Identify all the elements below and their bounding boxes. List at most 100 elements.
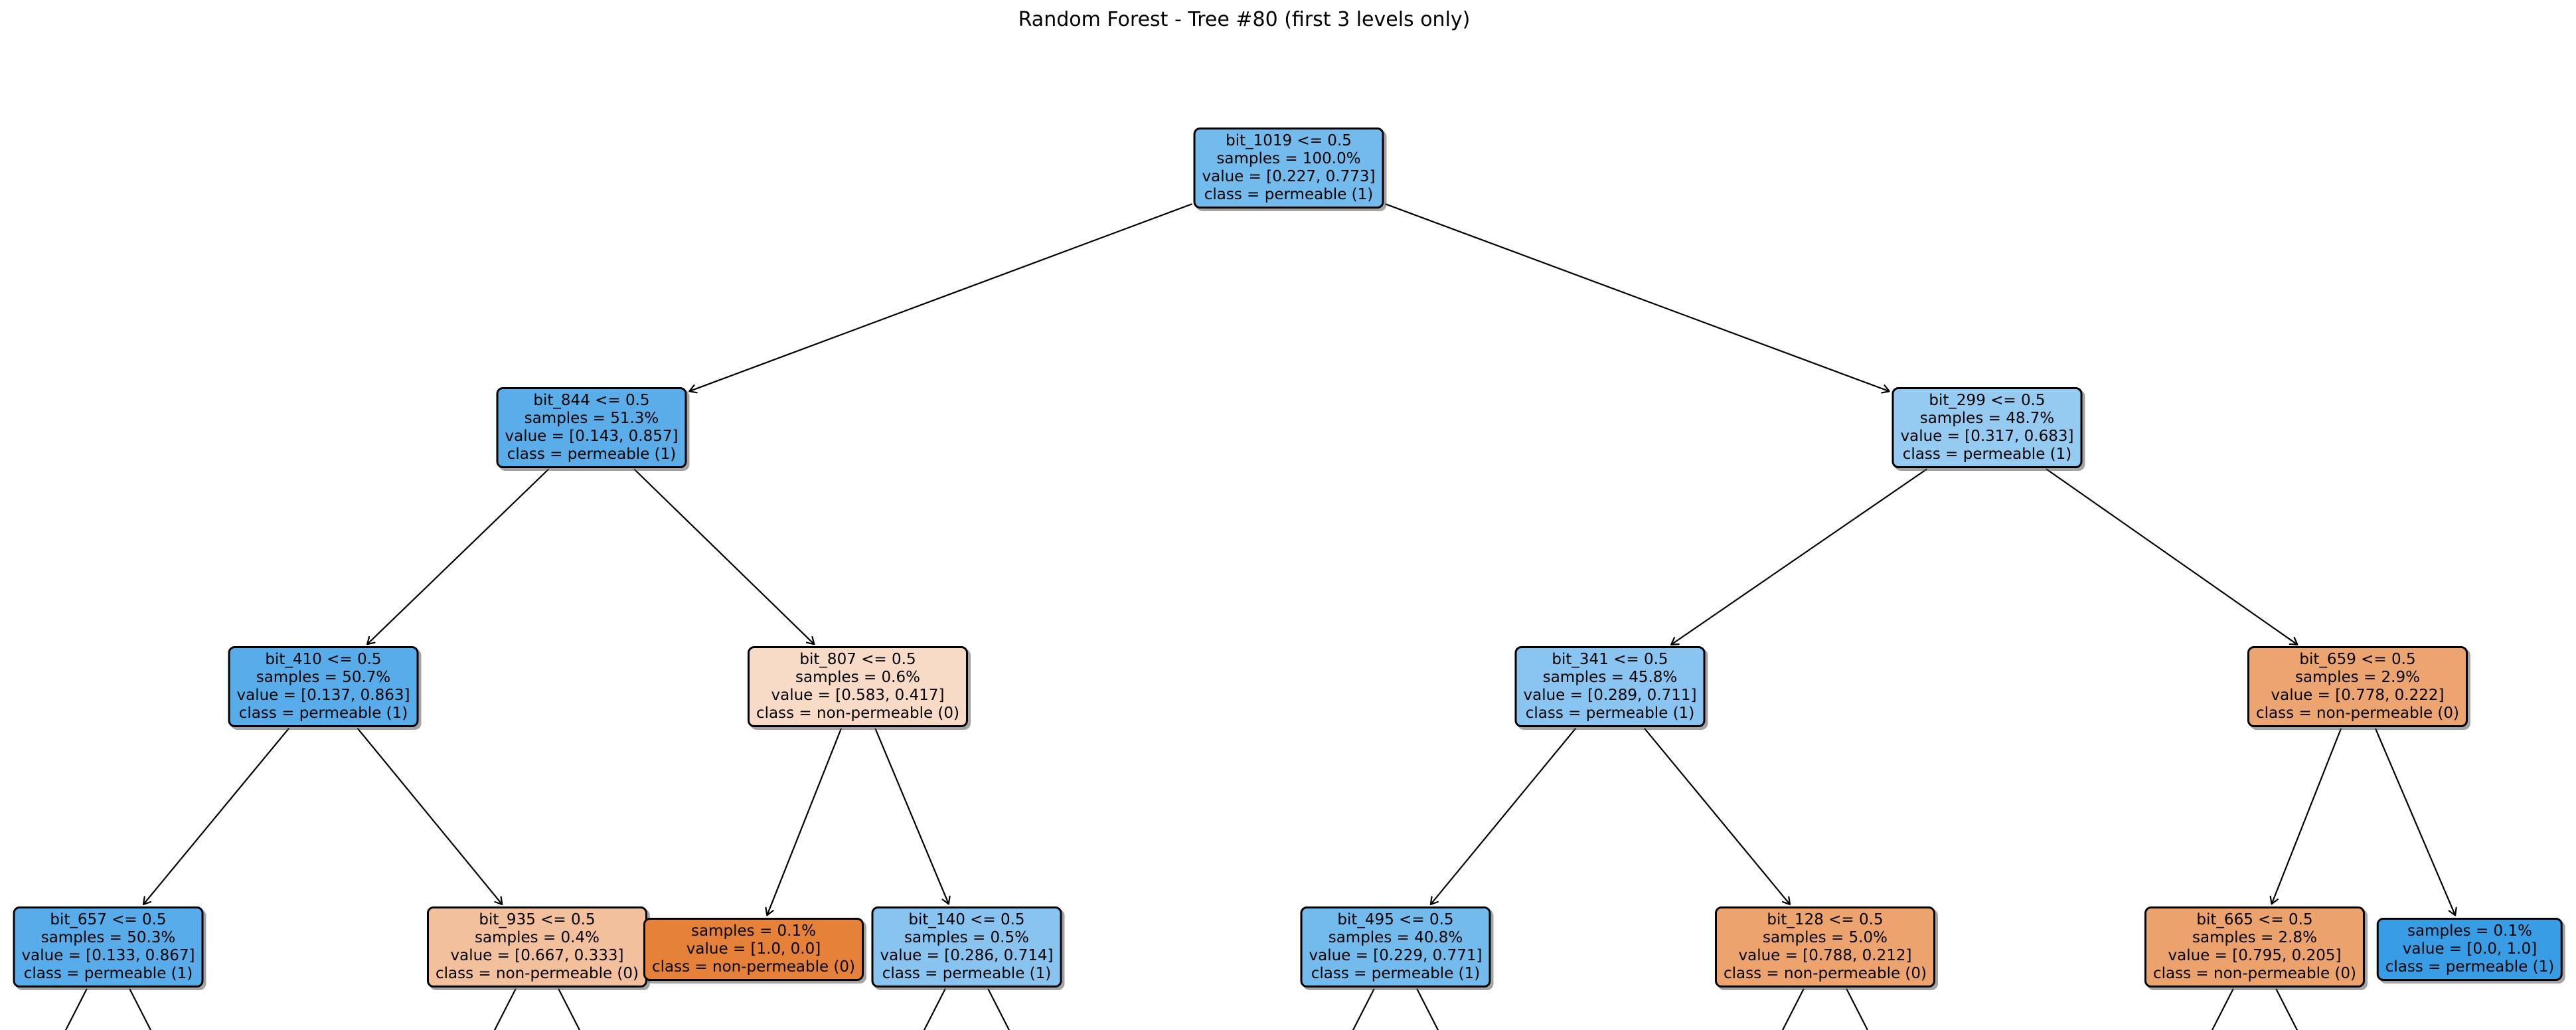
node-text-line: bit_341 <= 0.5 xyxy=(1552,651,1668,668)
node-text-line: class = non-permeable (0) xyxy=(652,958,855,976)
node-text-line: bit_665 <= 0.5 xyxy=(2196,911,2313,928)
node-text-line: samples = 0.1% xyxy=(2407,922,2532,940)
node-text-line: bit_299 <= 0.5 xyxy=(1929,392,2046,409)
node-text-line: bit_807 <= 0.5 xyxy=(799,651,916,668)
tree-edge xyxy=(366,468,550,645)
tree-edge xyxy=(1384,203,1890,394)
node-text-line: value = [0.286, 0.714] xyxy=(880,947,1054,964)
tree-edge xyxy=(1846,988,1869,1030)
node-text-line: value = [0.795, 0.205] xyxy=(2168,947,2342,964)
tree-node-leaf_non_permeable: samples = 0.1%value = [1.0, 0.0]class = … xyxy=(643,918,864,981)
tree-edge xyxy=(2211,988,2234,1030)
node-text-line: bit_657 <= 0.5 xyxy=(50,911,167,928)
tree-node-leaf_permeable: samples = 0.1%value = [0.0, 1.0]class = … xyxy=(2376,918,2563,981)
node-text-line: value = [0.778, 0.222] xyxy=(2271,687,2445,704)
node-text-line: bit_844 <= 0.5 xyxy=(533,392,650,409)
edge-lines xyxy=(64,203,2457,1030)
tree-edge xyxy=(2275,988,2298,1030)
node-text-line: samples = 51.3% xyxy=(524,410,659,427)
node-text-line: value = [0.667, 0.333] xyxy=(450,947,624,964)
node-text-line: class = permeable (1) xyxy=(507,446,677,463)
node-text-line: class = non-permeable (0) xyxy=(2256,705,2459,722)
node-text-line: bit_140 <= 0.5 xyxy=(908,911,1025,928)
node-text-line: bit_410 <= 0.5 xyxy=(265,651,382,668)
tree-edge xyxy=(923,988,946,1030)
node-text-line: value = [0.317, 0.683] xyxy=(1900,428,2074,445)
node-text-line: samples = 45.8% xyxy=(1542,669,1678,686)
node-text-line: bit_128 <= 0.5 xyxy=(1767,911,1884,928)
node-text-line: samples = 50.7% xyxy=(256,669,391,686)
tree-edge xyxy=(1429,727,1577,906)
tree-edge xyxy=(1352,988,1375,1030)
node-text-line: class = permeable (1) xyxy=(1525,705,1695,722)
tree-edge xyxy=(64,988,88,1030)
node-text-line: samples = 0.6% xyxy=(795,669,920,686)
node-text-line: value = [0.289, 0.711] xyxy=(1523,687,1697,704)
node-text-line: class = permeable (1) xyxy=(1902,446,2072,463)
node-text-line: value = [0.133, 0.867] xyxy=(21,947,195,964)
node-text-line: bit_935 <= 0.5 xyxy=(479,911,596,928)
node-text-line: value = [0.229, 0.771] xyxy=(1309,947,1483,964)
tree-edge xyxy=(2374,728,2457,916)
node-text-line: class = permeable (1) xyxy=(882,965,1052,982)
node-text-line: value = [0.583, 0.417] xyxy=(771,687,945,704)
node-text-line: class = permeable (1) xyxy=(2385,958,2555,976)
node-text-line: class = permeable (1) xyxy=(238,705,408,722)
node-text-line: samples = 0.4% xyxy=(475,929,600,946)
tree-edge xyxy=(2269,728,2342,905)
node-text-line: samples = 50.3% xyxy=(40,929,176,946)
node-text-line: samples = 2.9% xyxy=(2295,669,2420,686)
node-text-line: samples = 0.1% xyxy=(691,922,816,940)
node-text-line: class = non-permeable (0) xyxy=(436,965,639,982)
node-text-line: bit_495 <= 0.5 xyxy=(1337,911,1454,928)
node-text-line: value = [0.137, 0.863] xyxy=(236,687,410,704)
node-text-line: samples = 2.8% xyxy=(2192,929,2317,946)
node-text-line: class = permeable (1) xyxy=(1311,965,1481,982)
node-text-line: value = [0.143, 0.857] xyxy=(505,428,679,445)
tree-edge xyxy=(493,988,517,1030)
tree-edge xyxy=(1416,988,1439,1030)
node-text-line: samples = 40.8% xyxy=(1328,929,1463,946)
node-text-line: value = [0.0, 1.0] xyxy=(2402,940,2537,958)
node-text-line: class = permeable (1) xyxy=(1204,186,1374,203)
node-text-line: value = [1.0, 0.0] xyxy=(686,940,821,958)
node-text-line: class = non-permeable (0) xyxy=(756,705,959,722)
tree-edge xyxy=(142,727,290,906)
tree-edge xyxy=(357,727,503,906)
node-text-line: value = [0.788, 0.212] xyxy=(1738,947,1912,964)
node-text-line: class = permeable (1) xyxy=(23,965,193,982)
node-text-line: class = non-permeable (0) xyxy=(1724,965,1927,982)
tree-edge xyxy=(987,988,1010,1030)
tree-edge xyxy=(633,468,815,645)
node-text-line: samples = 5.0% xyxy=(1763,929,1888,946)
tree-edge xyxy=(1643,727,1791,906)
node-text-line: bit_659 <= 0.5 xyxy=(2299,651,2416,668)
tree-edge xyxy=(1670,468,1928,645)
node-text-line: value = [0.227, 0.773] xyxy=(1202,168,1376,185)
tree-edge xyxy=(1781,988,1805,1030)
tree-edge xyxy=(688,203,1193,394)
tree-edge xyxy=(558,988,581,1030)
tree-edge xyxy=(765,728,843,916)
node-text-line: samples = 48.7% xyxy=(1919,410,2055,427)
chart-title: Random Forest - Tree #80 (first 3 levels… xyxy=(1018,8,1471,31)
node-text-line: bit_1019 <= 0.5 xyxy=(1226,132,1352,149)
node-text-line: class = non-permeable (0) xyxy=(2153,965,2356,982)
tree-edge xyxy=(129,988,152,1030)
tree-edge xyxy=(874,728,951,905)
tree-edge xyxy=(2046,468,2298,645)
